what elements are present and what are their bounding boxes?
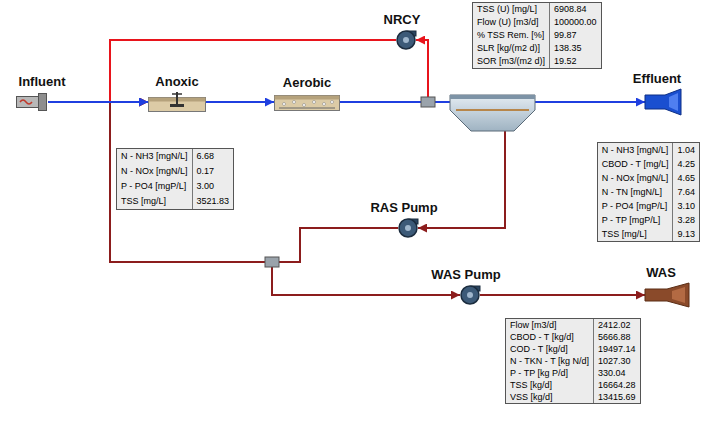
table-cell: P - TP [mgP/L] (598, 213, 674, 227)
node-label: Anoxic (155, 74, 198, 89)
table-cell: SOR [m3/(m2 d)] (473, 55, 550, 68)
flow-line (206, 101, 274, 103)
anoxic-table: N - NH3 [mgN/L]6.68N - NOx [mgN/L]0.17P … (116, 148, 234, 210)
effluent-node: Effluent (645, 89, 681, 115)
table-cell: 99.87 (550, 29, 601, 42)
table-cell: 3.00 (193, 179, 234, 194)
table-cell: TSS [mg/L] (117, 194, 193, 209)
pump-icon (460, 285, 480, 305)
table-cell: 9.13 (673, 227, 699, 241)
table-cell: P - TP [kg P/d] (506, 367, 594, 379)
flow-line (272, 228, 460, 295)
table-cell: % TSS Rem. [%] (473, 29, 550, 42)
table-cell: 19497.14 (594, 343, 640, 355)
node-label: WAS (646, 265, 676, 280)
table-cell: N - NH3 [mgN/L] (598, 143, 674, 157)
splitter-symbol (421, 97, 435, 107)
table-cell: N - NOx [mgN/L] (117, 164, 193, 179)
table-cell: P - PO4 [mgP/L] (117, 179, 193, 194)
pump-symbol: RAS Pump (398, 218, 418, 238)
pump-symbol: NRCY (396, 30, 416, 50)
table-cell: 6908.84 (550, 3, 601, 16)
table-cell: N - NOx [mgN/L] (598, 171, 674, 185)
table-cell: 3.10 (673, 199, 699, 213)
influent-icon (16, 92, 48, 112)
table-cell: 4.65 (673, 171, 699, 185)
flow-line (48, 101, 148, 103)
table-cell: P - PO4 [mgP/L] (598, 199, 674, 213)
anoxic-tank: Anoxic (148, 92, 206, 112)
node-label: Effluent (633, 71, 681, 86)
table-cell: 2412.02 (594, 319, 640, 331)
table-cell: 138.35 (550, 42, 601, 55)
node-label: WAS Pump (431, 267, 500, 282)
clarifier-symbol (450, 95, 535, 131)
table-cell: SLR [kg/(m2 d)] (473, 42, 550, 55)
table-cell: TSS (U) [mg/L] (473, 3, 550, 16)
table-cell: 16664.28 (594, 379, 640, 391)
aerobic-icon (274, 93, 340, 111)
pump-symbol: WAS Pump (460, 285, 480, 305)
flow-line (340, 40, 428, 102)
table-cell: 330.04 (594, 367, 640, 379)
table-cell: TSS [kg/d] (506, 379, 594, 391)
table-cell: 3521.83 (193, 194, 234, 209)
table-cell: N - NH3 [mgN/L] (117, 149, 193, 164)
node-label: Aerobic (283, 75, 331, 90)
sludge-blanket (456, 109, 529, 111)
table-cell: COD - T [kg/d] (506, 343, 594, 355)
splitter-symbol (265, 257, 279, 267)
pump-icon (396, 30, 416, 50)
node-label: Influent (19, 74, 66, 89)
influent-node: Influent (16, 92, 48, 112)
clarifier-table: TSS (U) [mg/L]6908.84Flow (U) [m3/d]1000… (472, 2, 602, 69)
table-cell: 6.68 (193, 149, 234, 164)
table-cell: 19.52 (550, 55, 601, 68)
was-icon (645, 283, 689, 307)
table-cell: 13415.69 (594, 391, 640, 403)
flow-line (110, 40, 396, 102)
table-cell: 1.04 (673, 143, 699, 157)
table-cell: CBOD - T [mg/L] (598, 157, 674, 171)
table-cell: TSS [mg/L] (598, 227, 674, 241)
was-table: Flow [m3/d]2412.02CBOD - T [kg/d]5666.88… (505, 318, 641, 404)
node-label: RAS Pump (370, 200, 437, 215)
table-cell: VSS [kg/d] (506, 391, 594, 403)
node-label: NRCY (384, 12, 421, 27)
table-cell: 100000.00 (550, 16, 601, 29)
table-cell: 4.25 (673, 157, 699, 171)
flow-line (110, 102, 398, 262)
table-cell: 0.17 (193, 164, 234, 179)
table-cell: N - TN [mgN/L] (598, 185, 674, 199)
table-cell: 7.64 (673, 185, 699, 199)
table-cell: 1027.30 (594, 355, 640, 367)
table-cell: 5666.88 (594, 331, 640, 343)
aerobic-tank: Aerobic (274, 93, 340, 111)
anoxic-icon (148, 92, 206, 112)
effluent-icon (645, 89, 681, 115)
flow-line (480, 294, 645, 296)
pump-icon (398, 218, 418, 238)
table-cell: Flow (U) [m3/d] (473, 16, 550, 29)
table-cell: Flow [m3/d] (506, 319, 594, 331)
table-cell: N - TKN - T [kg N/d] (506, 355, 594, 367)
clarifier-weir (450, 95, 535, 99)
was-node: WAS (645, 283, 689, 307)
effluent-table: N - NH3 [mgN/L]1.04CBOD - T [mg/L]4.25N … (597, 142, 700, 242)
table-cell: 3.28 (673, 213, 699, 227)
table-cell: CBOD - T [kg/d] (506, 331, 594, 343)
